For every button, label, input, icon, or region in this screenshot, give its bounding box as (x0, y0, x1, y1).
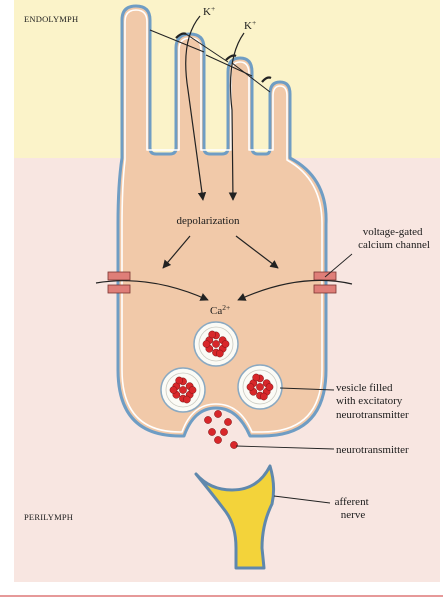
released-neurotransmitter-molecule (224, 418, 232, 426)
neurotransmitter-molecule (202, 340, 211, 348)
tip-channel-gate (225, 54, 237, 61)
released-neurotransmitter-molecule (230, 441, 238, 449)
neurotransmitter-molecule (169, 386, 178, 394)
potassium-ion-label: K+ (203, 4, 215, 18)
neurotransmitter-leader-line (235, 445, 335, 450)
potassium-influx-arrow (185, 15, 207, 201)
afferent-nerve-label: afferent nerve (335, 496, 372, 521)
hair-cell (116, 4, 328, 438)
neurotransmitter-molecule (208, 330, 217, 339)
neurotransmitter-label: neurotransmitter (336, 444, 409, 456)
calcium-influx-arrow (237, 279, 353, 301)
neurotransmitter-molecule (246, 383, 255, 391)
channel-leader-line (324, 253, 353, 278)
depolarization-arrow (162, 235, 191, 269)
vesicle-label: vesicle filled with excitatory neurotran… (336, 382, 409, 421)
depolarization-arrow (235, 235, 279, 269)
released-neurotransmitter-molecule (204, 416, 212, 424)
neurotransmitter-molecules (169, 330, 274, 404)
released-neurotransmitter (204, 410, 238, 449)
potassium-ion-label: K+ (244, 18, 256, 32)
tip-channel-gate (261, 76, 272, 83)
tip-link (185, 33, 229, 63)
neurotransmitter-molecule (182, 395, 191, 404)
neurotransmitter-molecule (215, 349, 224, 358)
afferent-nerve (194, 464, 276, 570)
perilymph-label: PERILYMPH (24, 512, 73, 522)
neurotransmitter-molecule (179, 386, 187, 394)
neurotransmitter-molecule (188, 386, 197, 394)
neurotransmitter-molecule (256, 383, 264, 391)
tip-channel-gate (175, 32, 187, 39)
nerve-leader-line (273, 495, 331, 504)
neurotransmitter-molecule (221, 340, 230, 348)
calcium-ion-label: Ca2+ (210, 303, 230, 317)
potassium-influx-arrow (228, 32, 245, 201)
neurotransmitter-molecule (259, 392, 268, 401)
vesicle-leader-line (279, 387, 335, 391)
neurotransmitter-molecule (252, 373, 261, 382)
neurotransmitter-molecule (212, 340, 220, 348)
depolarization-label: depolarization (177, 215, 240, 227)
calcium-influx-arrow (95, 280, 209, 301)
neurotransmitter-molecule (175, 376, 184, 385)
released-neurotransmitter-molecule (220, 428, 228, 436)
endolymph-label: ENDOLYMPH (24, 14, 78, 24)
tip-link (231, 62, 271, 93)
released-neurotransmitter-molecule (208, 428, 216, 436)
tip-link (149, 29, 205, 53)
released-neurotransmitter-molecule (214, 436, 222, 444)
calcium-channel-left (107, 271, 131, 294)
released-neurotransmitter-molecule (214, 410, 222, 418)
calcium-channel-label: voltage-gated calcium channel (358, 226, 430, 251)
neurotransmitter-molecule (265, 383, 274, 391)
